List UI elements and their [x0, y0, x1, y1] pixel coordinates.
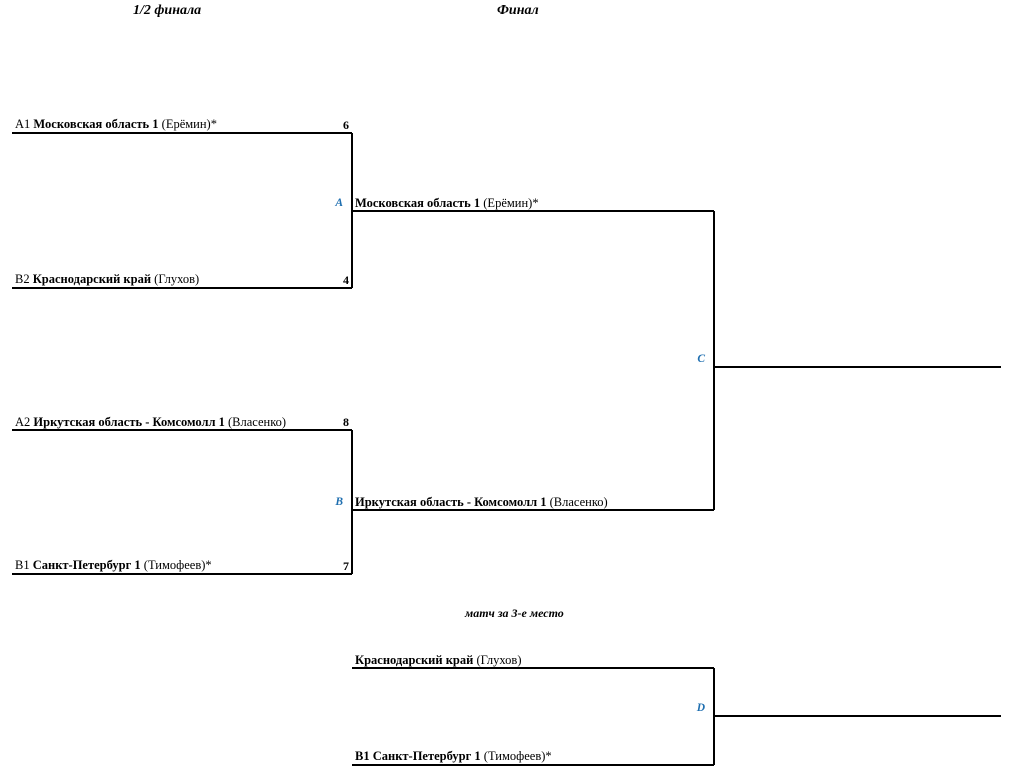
- seed: A2: [15, 415, 31, 429]
- match-label-d: D: [696, 702, 705, 714]
- seed: B2: [15, 272, 30, 286]
- sf-a-top-score: 6: [343, 118, 349, 132]
- coach-name: (Тимофеев)*: [483, 749, 552, 763]
- team-name: Иркутская область - Комсомолл 1: [355, 495, 547, 509]
- coach-name: (Ерёмин)*: [161, 117, 217, 131]
- team-name: Краснодарский край: [355, 653, 474, 667]
- sf-b-bottom-entry: B1 Санкт-Петербург 1 (Тимофеев)*: [15, 558, 212, 573]
- header-third-place: матч за 3-е место: [465, 606, 564, 620]
- header-semifinal: 1/2 финала: [133, 3, 202, 18]
- seed: A1: [15, 117, 31, 131]
- sf-a-bottom-score: 4: [343, 273, 349, 287]
- final-top-entry: Московская область 1 (Ерёмин)*: [355, 196, 539, 211]
- third-top-entry: Краснодарский край (Глухов): [355, 653, 521, 668]
- sf-b-top-entry: A2 Иркутская область - Комсомолл 1 (Влас…: [15, 415, 286, 430]
- coach-name: (Ерёмин)*: [483, 196, 539, 210]
- sf-b-bottom-score: 7: [343, 559, 349, 573]
- header-final: Финал: [497, 3, 539, 18]
- coach-name: (Глухов): [154, 272, 200, 286]
- seed: B1: [355, 749, 370, 763]
- sf-b-top-score: 8: [343, 415, 349, 429]
- third-bottom-entry: B1 Санкт-Петербург 1 (Тимофеев)*: [355, 749, 552, 764]
- team-name: B1 Санкт-Петербург 1: [355, 749, 481, 763]
- team-name: Московская область 1: [33, 117, 159, 131]
- match-label-b: B: [335, 496, 343, 508]
- team-name: Краснодарский край: [32, 272, 152, 286]
- coach-name: (Власенко): [549, 495, 608, 509]
- team-name: Иркутская область - Комсомолл 1: [33, 415, 225, 429]
- team-name: Московская область 1: [355, 196, 481, 210]
- sf-a-bottom-entry: B2 Краснодарский край (Глухов): [15, 272, 199, 287]
- sf-a-top-entry: A1 Московская область 1 (Ерёмин)*: [15, 117, 217, 132]
- coach-name: (Глухов): [476, 653, 522, 667]
- seed: B1: [15, 558, 30, 572]
- coach-name: (Власенко): [228, 415, 287, 429]
- match-label-a: A: [335, 197, 343, 209]
- match-label-c: C: [697, 353, 705, 365]
- coach-name: (Тимофеев)*: [143, 558, 212, 572]
- team-text: Санкт-Петербург 1: [372, 749, 481, 763]
- team-name: Санкт-Петербург 1: [32, 558, 141, 572]
- final-bottom-entry: Иркутская область - Комсомолл 1 (Власенк…: [355, 495, 608, 510]
